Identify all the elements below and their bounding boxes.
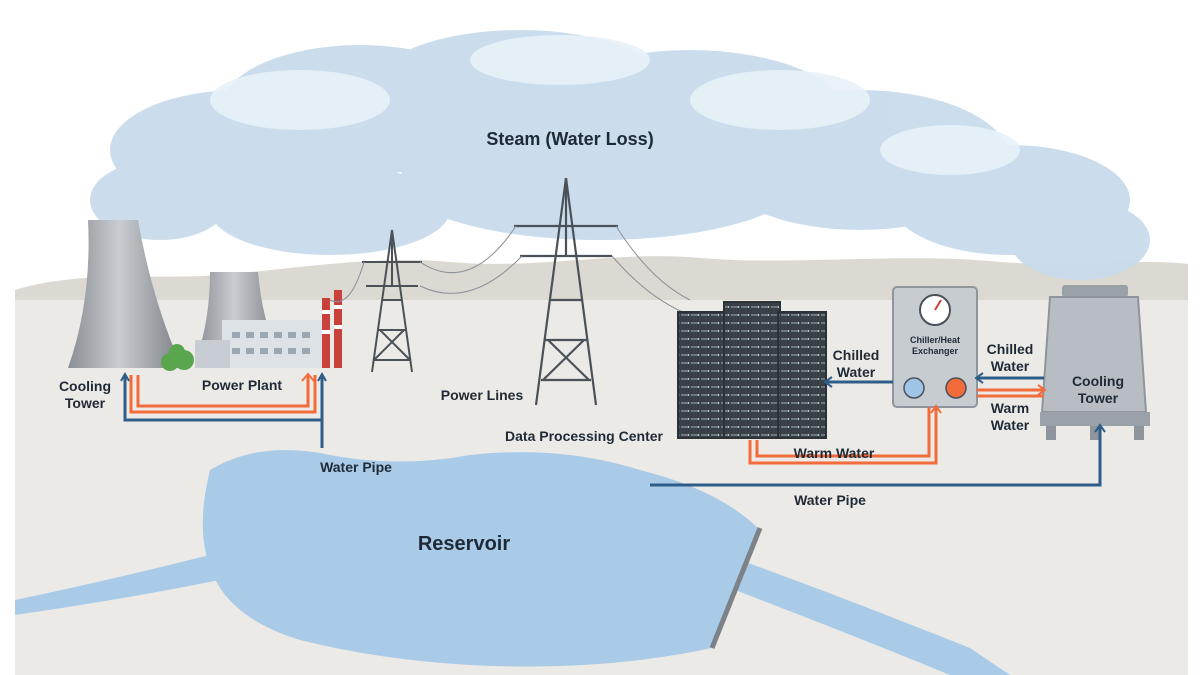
warm-water-right-label: Warm bbox=[991, 400, 1029, 416]
cooling-tower-left-label-2: Tower bbox=[65, 395, 106, 411]
left-pipes bbox=[120, 371, 327, 448]
steam-highlights bbox=[210, 35, 1020, 175]
chilled-water-left-label-2: Water bbox=[837, 364, 876, 380]
cooling-tower-right bbox=[1040, 285, 1150, 440]
power-plant-annex bbox=[195, 340, 230, 368]
cooling-tower-right-label: Cooling bbox=[1072, 373, 1124, 389]
power-plant-building bbox=[222, 320, 327, 368]
red-valve-icon bbox=[945, 377, 967, 399]
chiller-label-2: Exchanger bbox=[912, 346, 959, 356]
data-center-racks bbox=[677, 301, 827, 439]
chilled-water-right-label-2: Water bbox=[991, 358, 1030, 374]
warm-water-bottom-label: Warm Water bbox=[794, 445, 875, 461]
power-lines-label: Power Lines bbox=[441, 387, 524, 403]
chiller-label: Chiller/Heat bbox=[910, 335, 960, 345]
chilled-water-left-label: Chilled bbox=[833, 347, 880, 363]
trees bbox=[161, 344, 194, 371]
warm-water-right-label-2: Water bbox=[991, 417, 1030, 433]
water-pipe-left-label: Water Pipe bbox=[320, 459, 392, 475]
power-tower-large bbox=[514, 177, 618, 406]
cooling-tower-left-label: Cooling bbox=[59, 378, 111, 394]
chilled-water-right-label: Chilled bbox=[987, 341, 1034, 357]
cooling-tower-left bbox=[68, 220, 182, 368]
data-center-label: Data Processing Center bbox=[505, 428, 663, 444]
water-pipe-right-label: Water Pipe bbox=[794, 492, 866, 508]
dam-wall bbox=[709, 527, 763, 649]
river-left bbox=[15, 555, 220, 615]
power-plant-windows bbox=[232, 332, 310, 354]
reservoir-water bbox=[202, 450, 760, 667]
power-plant-label: Power Plant bbox=[202, 377, 282, 393]
power-plant-chimneys bbox=[322, 290, 342, 368]
steam-label: Steam (Water Loss) bbox=[486, 129, 653, 149]
power-tower-small bbox=[362, 229, 422, 373]
river-right bbox=[735, 560, 1010, 675]
cooling-tower-right-label-2: Tower bbox=[1078, 390, 1119, 406]
right-pipes bbox=[650, 372, 1106, 487]
reservoir-label: Reservoir bbox=[418, 533, 510, 555]
blue-valve-icon bbox=[903, 377, 925, 399]
